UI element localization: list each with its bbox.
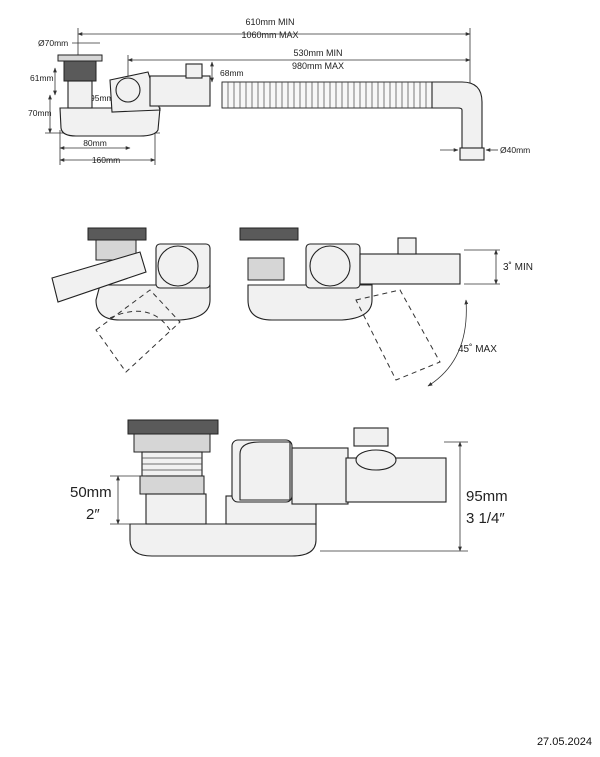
label-min-angle: 3˚ MIN bbox=[503, 261, 533, 273]
angle-view-left bbox=[51, 227, 211, 373]
elbow-circle-left bbox=[157, 245, 199, 287]
label-diameter-95: 95mm bbox=[90, 93, 114, 103]
label-total-metric: 95mm bbox=[466, 488, 508, 505]
pipe-horizontal-right bbox=[359, 253, 461, 285]
label-height-metric: 50mm bbox=[70, 484, 112, 501]
outlet-spigot bbox=[459, 147, 485, 161]
plug-top-left bbox=[87, 227, 147, 241]
nut-right bbox=[247, 257, 285, 281]
thread-lines-side bbox=[142, 457, 202, 471]
trap-side bbox=[129, 523, 317, 557]
label-total-max: 1060mm MAX bbox=[241, 30, 298, 40]
label-height-68: 68mm bbox=[220, 68, 244, 78]
footer-date: 27.05.2024 bbox=[536, 736, 592, 748]
trap-left bbox=[95, 284, 211, 321]
label-width-160: 160mm bbox=[92, 155, 120, 165]
overflow-clip-side bbox=[353, 427, 389, 447]
pipe-tilt-left bbox=[51, 251, 147, 303]
elbow-bend-side bbox=[239, 441, 291, 501]
elbow-circle-right bbox=[309, 245, 351, 287]
outlet-elbow bbox=[431, 81, 483, 149]
hex-nut-side bbox=[139, 475, 205, 495]
label-diameter-outlet: Ø40mm bbox=[500, 145, 530, 155]
thread-nut bbox=[63, 60, 97, 82]
overflow-clip-right bbox=[397, 237, 417, 255]
dashed-pipe-left bbox=[95, 289, 181, 373]
label-height-61: 61mm bbox=[30, 73, 54, 83]
plug-top-side bbox=[127, 419, 219, 435]
label-total-imperial: 3 1/4″ bbox=[466, 510, 505, 527]
arc-45-max bbox=[427, 299, 469, 387]
label-height-imperial: 2″ bbox=[86, 506, 100, 523]
top-view: 610mm MIN 1060mm MAX 530mm MIN 980mm MAX… bbox=[28, 17, 530, 165]
clip-ring-side bbox=[355, 449, 397, 471]
angle-view-right: 45˚ MAX 3˚ MIN bbox=[239, 227, 533, 387]
overflow-clip bbox=[185, 63, 203, 79]
connector-side bbox=[291, 447, 349, 505]
label-height-70: 70mm bbox=[28, 108, 52, 118]
trap-right bbox=[247, 284, 373, 321]
trap-body bbox=[59, 107, 161, 137]
side-view: 50mm 2″ 95mm 3 1/4″ bbox=[70, 419, 508, 557]
waste-column bbox=[67, 80, 93, 109]
label-total-min: 610mm MIN bbox=[245, 17, 294, 27]
label-hose-min: 530mm MIN bbox=[293, 48, 342, 58]
label-diameter-top: Ø70mm bbox=[38, 38, 68, 48]
hose-ribs bbox=[227, 82, 427, 108]
flexible-hose bbox=[221, 81, 433, 109]
plug-cap bbox=[57, 54, 103, 62]
label-max-angle: 45˚ MAX bbox=[458, 343, 497, 355]
dashed-arc-left bbox=[109, 310, 171, 331]
plug-ring-side bbox=[133, 433, 211, 453]
elbow-bend bbox=[115, 77, 141, 103]
label-width-80: 80mm bbox=[83, 138, 107, 148]
plug-top-right bbox=[239, 227, 299, 241]
overflow-connector bbox=[149, 75, 211, 107]
trap-upper-side bbox=[145, 493, 207, 525]
label-hose-max: 980mm MAX bbox=[292, 61, 344, 71]
